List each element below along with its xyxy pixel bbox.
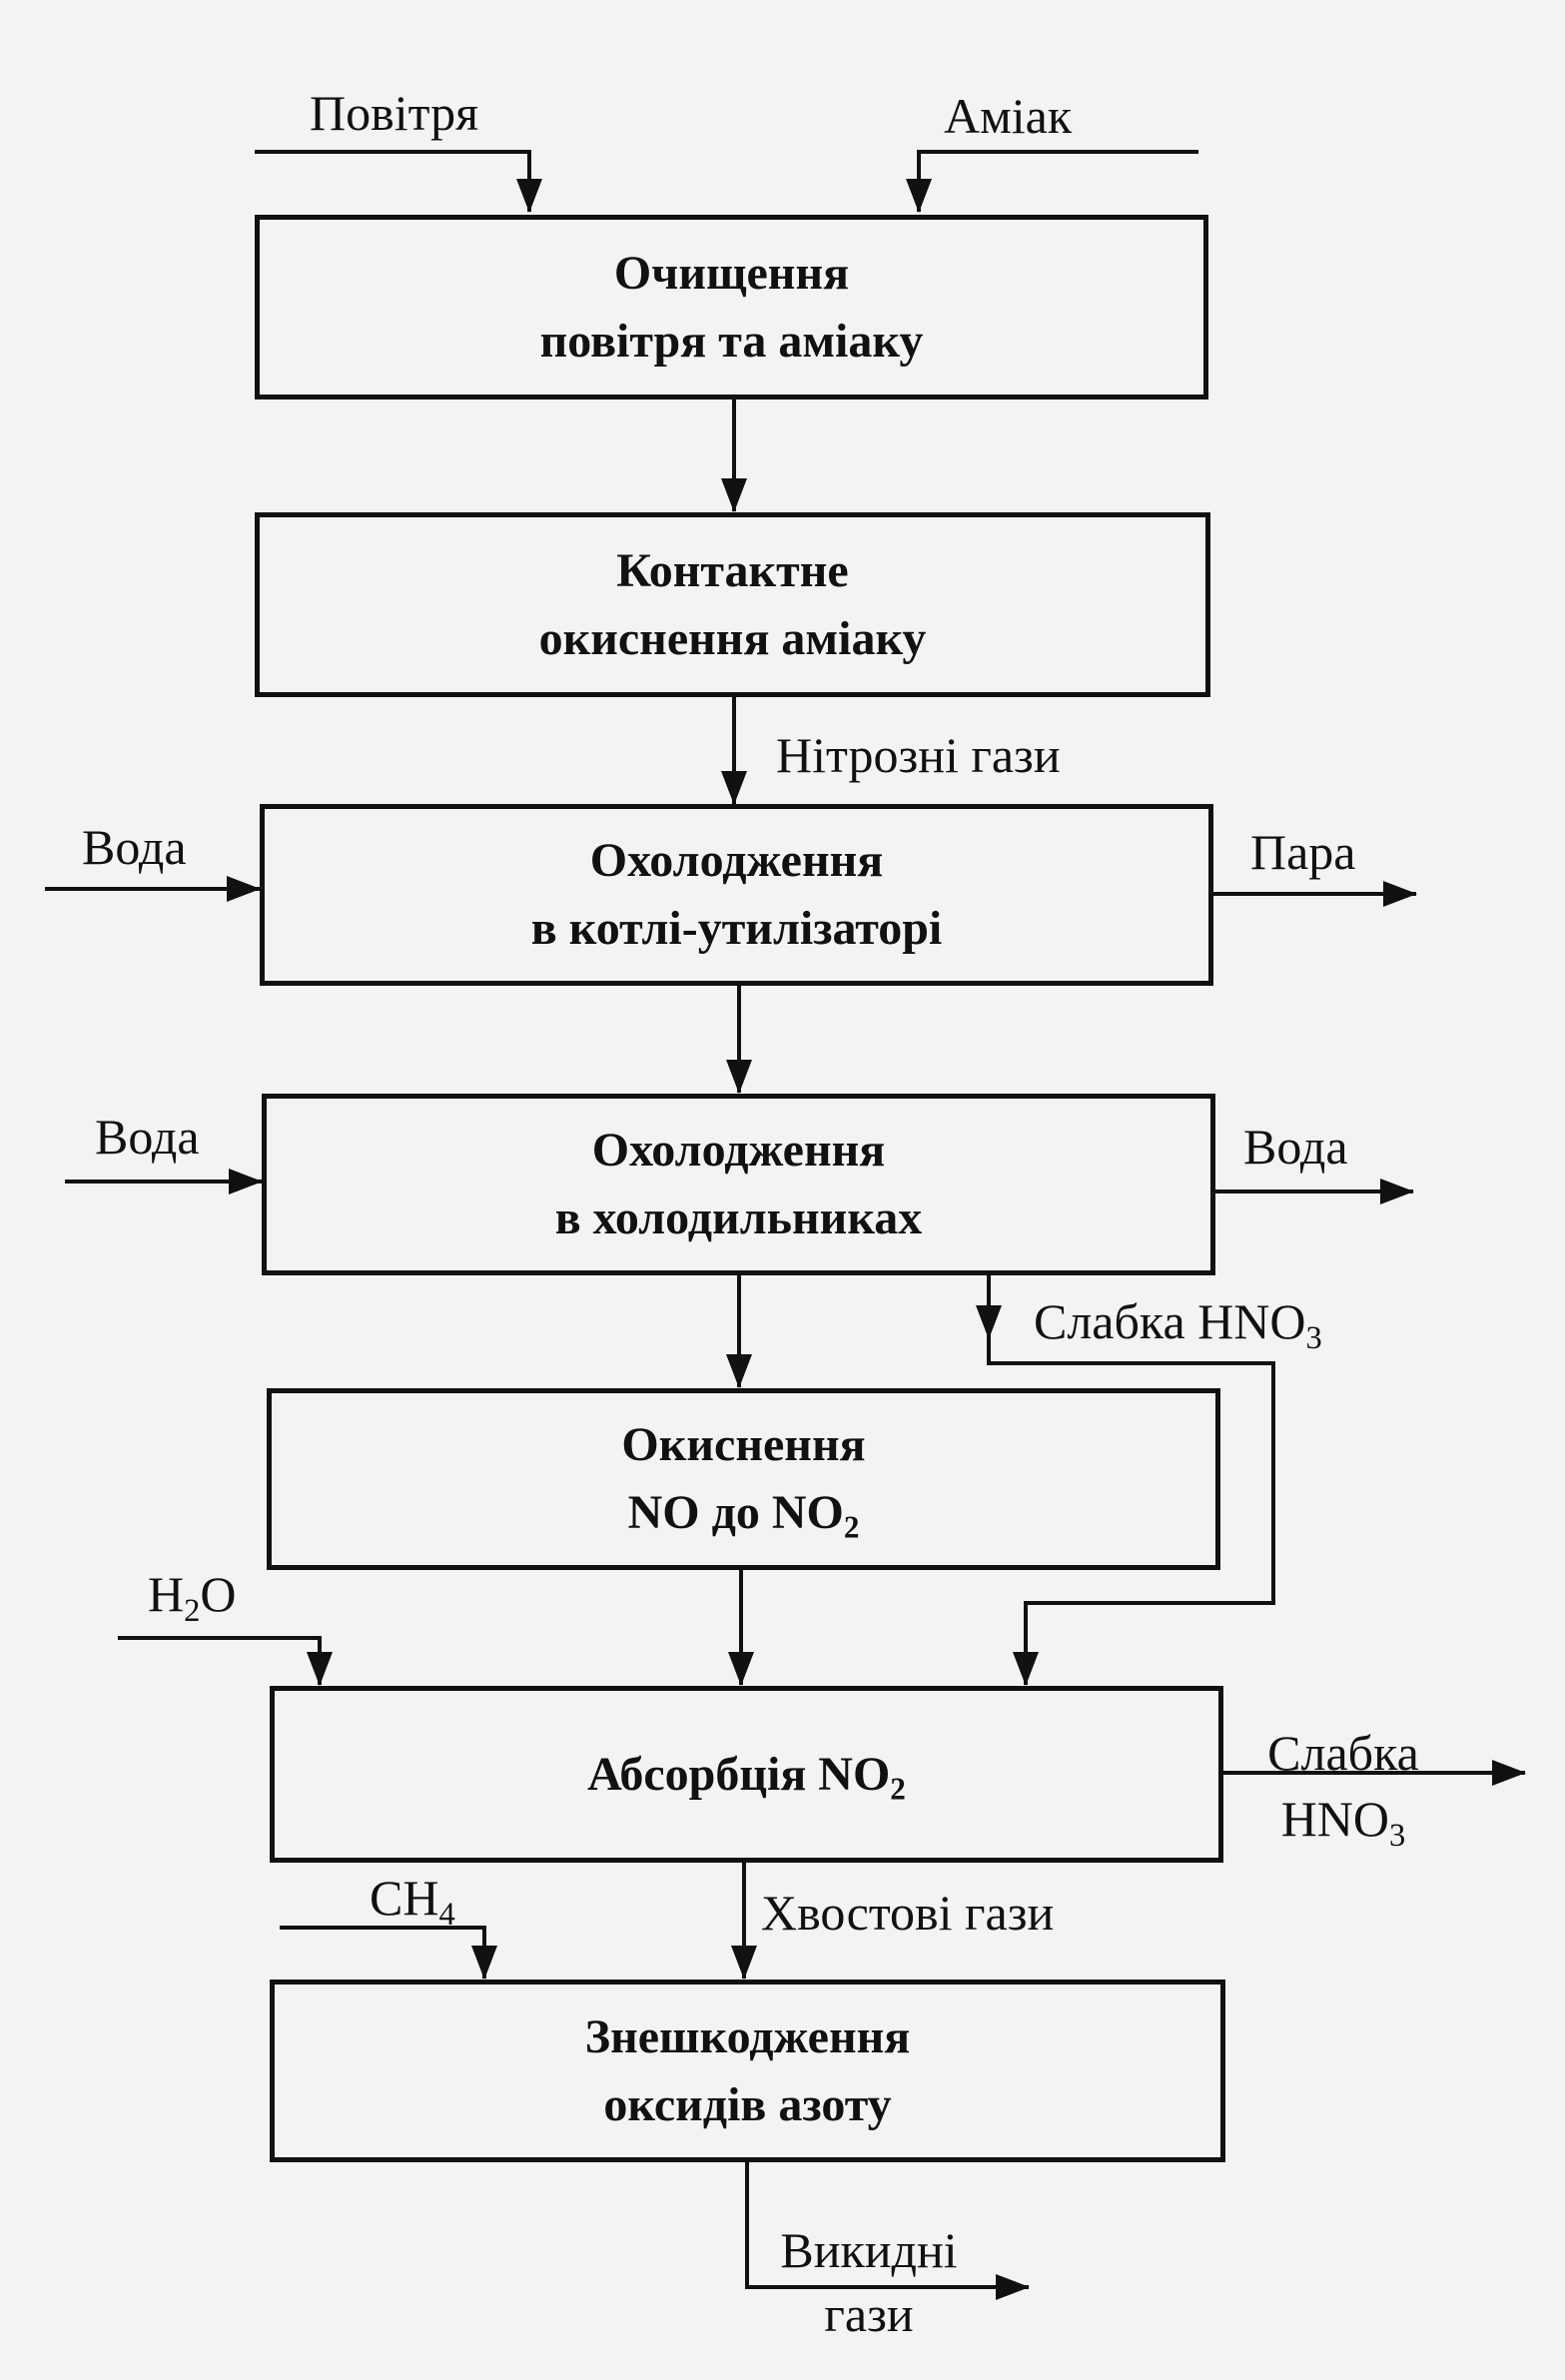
block-waste-heat-boiler-line1: Охолодження [589, 834, 884, 887]
air-input-arrow [255, 150, 542, 213]
block-neutralization-line1: Знешкодження [584, 2009, 911, 2063]
block-contact-oxidation-line2: окиснення аміаку [538, 611, 927, 665]
ammonia-input-arrow [906, 150, 1198, 213]
block-contact-oxidation-line1: Контактне [616, 543, 849, 597]
block-contact-oxidation: Контактне окиснення аміаку [255, 512, 1210, 697]
label-weak-acid-internal: Слабка HNO3 [1034, 1293, 1322, 1356]
label-steam-out: Пара [1250, 824, 1356, 880]
block-no-oxidation-line1: Окиснення [621, 1418, 866, 1471]
block-coolers-line2: в холодильниках [554, 1191, 923, 1244]
block-neutralization: Знешкодження оксидів азоту [270, 1980, 1225, 2162]
label-water-in-1: Вода [82, 819, 187, 875]
label-water-in-2: Вода [95, 1109, 200, 1165]
exhaust-arrow [745, 2162, 1030, 2300]
block-waste-heat-boiler-line2: в котлі-утилізаторі [530, 902, 943, 955]
label-methane: CH4 [370, 1870, 455, 1933]
weak-acid-loop-arrow [987, 1275, 1275, 1686]
block-coolers: Охолодження в холодильниках [262, 1094, 1215, 1275]
label-tail-gases: Хвостові гази [761, 1885, 1055, 1941]
ch4-input-arrow [280, 1926, 497, 1980]
block-absorption: Абсорбція NO2 [270, 1686, 1223, 1863]
block-no-oxidation: Окиснення NO до NO2 [267, 1388, 1220, 1570]
label-water-h2o: H2O [148, 1566, 237, 1629]
label-ammonia: Аміак [944, 88, 1073, 144]
block-waste-heat-boiler: Охолодження в котлі-утилізаторі [260, 804, 1213, 986]
label-water-out: Вода [1243, 1119, 1348, 1175]
block-purification-line1: Очищення [613, 246, 850, 300]
block-coolers-line1: Охолодження [591, 1124, 886, 1177]
block-neutralization-line2: оксидів азоту [603, 2077, 892, 2131]
label-exhaust: Викидні гази [780, 2222, 958, 2342]
label-nitrous-gases: Нітрозні гази [776, 727, 1061, 783]
block-absorption-line1: Абсорбція NO2 [587, 1747, 906, 1806]
label-weak-acid-out: Слабка HNO3 [1267, 1725, 1419, 1854]
h2o-input-arrow [118, 1636, 333, 1686]
block-purification-line2: повітря та аміаку [539, 314, 924, 368]
block-purification: Очищення повітря та аміаку [255, 215, 1208, 399]
label-air: Повітря [310, 85, 479, 141]
block-no-oxidation-line2: NO до NO2 [627, 1486, 860, 1545]
